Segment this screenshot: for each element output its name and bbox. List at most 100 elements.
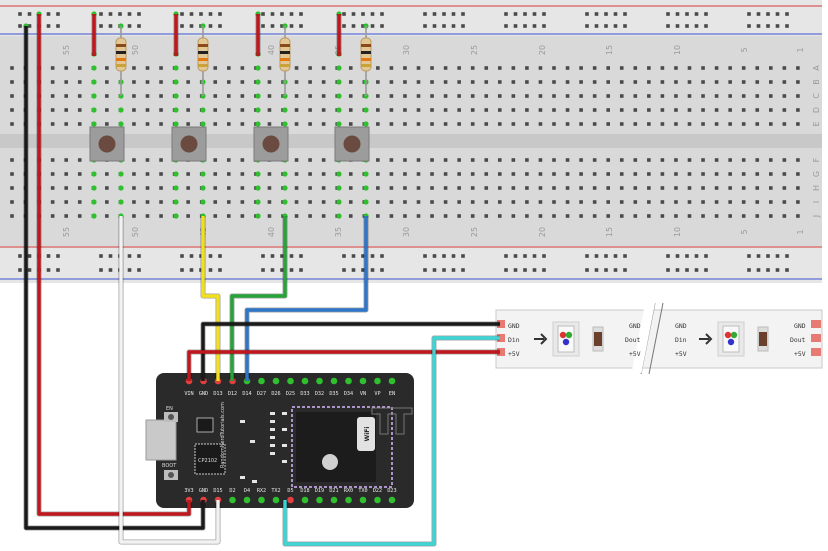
breadboard-hole xyxy=(213,108,218,112)
rail-hole xyxy=(218,24,222,28)
rail-hole xyxy=(289,268,294,272)
active-hole xyxy=(173,65,179,71)
breadboard-hole xyxy=(714,108,719,112)
rail-hole xyxy=(542,12,546,16)
led-strip: GND Din +5V GND Dout +5V GND Din +5V GND… xyxy=(495,302,823,375)
esp32-bottom-pin-label: 3V3 xyxy=(184,488,193,494)
breadboard-hole xyxy=(728,186,732,190)
column-number: 1 xyxy=(796,47,805,52)
active-hole xyxy=(200,185,206,191)
breadboard-hole xyxy=(159,186,163,190)
breadboard-hole xyxy=(565,108,570,112)
breadboard-hole xyxy=(525,200,529,204)
breadboard-hole xyxy=(389,158,394,162)
breadboard-hole xyxy=(186,108,190,112)
breadboard-hole xyxy=(647,186,651,190)
rail-hole xyxy=(451,268,456,272)
brand-text: RandomNerdTutorials.com xyxy=(220,402,226,468)
active-hole xyxy=(173,185,179,191)
power-wire-red xyxy=(37,14,191,516)
breadboard-hole xyxy=(552,172,556,176)
resistor-band xyxy=(280,64,290,67)
breadboard-hole xyxy=(321,186,326,190)
esp32-top-pin xyxy=(330,377,338,385)
breadboard-hole xyxy=(308,122,312,126)
breadboard-hole xyxy=(145,122,150,126)
esp32-bottom-pin xyxy=(374,496,381,504)
strip-output-pad xyxy=(811,320,821,328)
active-hole xyxy=(91,107,97,113)
boot-button-label: BOOT xyxy=(162,463,177,469)
rail-hole xyxy=(261,12,265,16)
esp32-top-pin-label: D35 xyxy=(329,391,338,397)
rail-hole xyxy=(451,12,456,16)
rail-hole xyxy=(380,254,384,258)
breadboard-hole xyxy=(687,186,692,190)
rail-hole xyxy=(118,12,122,16)
breadboard-hole xyxy=(674,94,678,98)
rail-hole xyxy=(361,268,365,272)
rail-hole xyxy=(137,12,141,16)
breadboard-hole xyxy=(606,94,610,98)
breadboard-hole xyxy=(498,66,502,70)
strip-input-pad xyxy=(497,348,505,356)
breadboard-hole xyxy=(10,108,14,112)
breadboard-hole xyxy=(403,80,407,84)
breadboard-hole xyxy=(348,66,353,70)
breadboard-hole xyxy=(701,80,705,84)
rail-hole xyxy=(523,254,527,258)
breadboard-hole xyxy=(484,158,489,162)
active-hole xyxy=(336,79,342,85)
breadboard-hole xyxy=(714,200,719,204)
breadboard-hole xyxy=(701,158,705,162)
breadboard-hole xyxy=(525,122,529,126)
rail-hole xyxy=(18,254,22,258)
gnd-wire-black xyxy=(24,26,205,530)
breadboard-hole xyxy=(579,158,583,162)
breadboard-hole xyxy=(755,94,760,98)
active-hole xyxy=(255,121,261,127)
breadboard-hole xyxy=(132,158,136,162)
breadboard-hole xyxy=(755,66,760,70)
smd-part xyxy=(282,444,287,447)
rail-hole xyxy=(594,268,599,272)
rail-hole xyxy=(361,254,365,258)
breadboard-hole xyxy=(145,80,150,84)
resistor-band xyxy=(280,58,290,61)
rail-hole xyxy=(370,24,375,28)
breadboard-hole xyxy=(511,66,516,70)
breadboard-hole xyxy=(105,172,109,176)
breadboard-hole xyxy=(498,186,502,190)
rail-hole xyxy=(56,254,60,258)
rail-hole xyxy=(756,268,761,272)
breadboard-hole xyxy=(660,122,665,126)
breadboard-hole xyxy=(10,158,14,162)
esp32-top-pin-label: D13 xyxy=(213,391,222,397)
breadboard-hole xyxy=(674,200,678,204)
breadboard-hole xyxy=(64,122,68,126)
breadboard-hole xyxy=(619,66,624,70)
breadboard-hole xyxy=(701,94,705,98)
breadboard-hole xyxy=(660,94,665,98)
smd-part xyxy=(270,428,275,431)
breadboard-hole xyxy=(606,80,610,84)
breadboard-hole xyxy=(755,186,760,190)
breadboard-hole xyxy=(240,94,245,98)
esp32-top-pin-label: EN xyxy=(389,391,395,397)
breadboard-hole xyxy=(592,172,597,176)
breadboard-hole xyxy=(714,214,719,218)
active-hole xyxy=(255,107,261,113)
rail-hole xyxy=(523,24,527,28)
esp32-bottom-pin xyxy=(272,496,280,504)
rail-hole xyxy=(504,24,508,28)
en-button-cap xyxy=(168,414,174,420)
rail-hole xyxy=(99,254,103,258)
rail-hole xyxy=(99,268,103,272)
breadboard-hole xyxy=(50,122,55,126)
breadboard-hole xyxy=(416,158,421,162)
active-hole xyxy=(282,107,288,113)
breadboard-hole xyxy=(145,172,150,176)
active-hole xyxy=(118,121,124,127)
breadboard-hole xyxy=(416,80,421,84)
breadboard-hole xyxy=(348,214,353,218)
